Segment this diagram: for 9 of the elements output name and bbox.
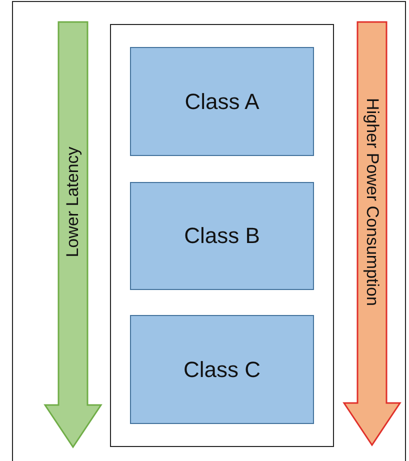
container-box bbox=[110, 24, 334, 447]
class-box bbox=[130, 47, 314, 156]
class-label: Class C bbox=[183, 356, 260, 382]
arrow-label: Lower Latency bbox=[63, 146, 83, 258]
arrow-label: Higher Power Consumption bbox=[362, 98, 382, 306]
class-label: Class A bbox=[184, 88, 260, 114]
class-box bbox=[130, 315, 314, 424]
class-label: Class B bbox=[184, 223, 260, 249]
class-box bbox=[130, 182, 314, 290]
